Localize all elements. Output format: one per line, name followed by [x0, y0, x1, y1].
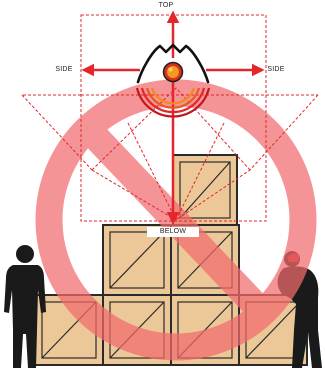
label-below: BELOW: [147, 227, 199, 237]
label-top: TOP: [153, 1, 179, 10]
label-side-left: SIDE: [54, 65, 74, 74]
label-side-right: SIDE: [265, 65, 287, 74]
